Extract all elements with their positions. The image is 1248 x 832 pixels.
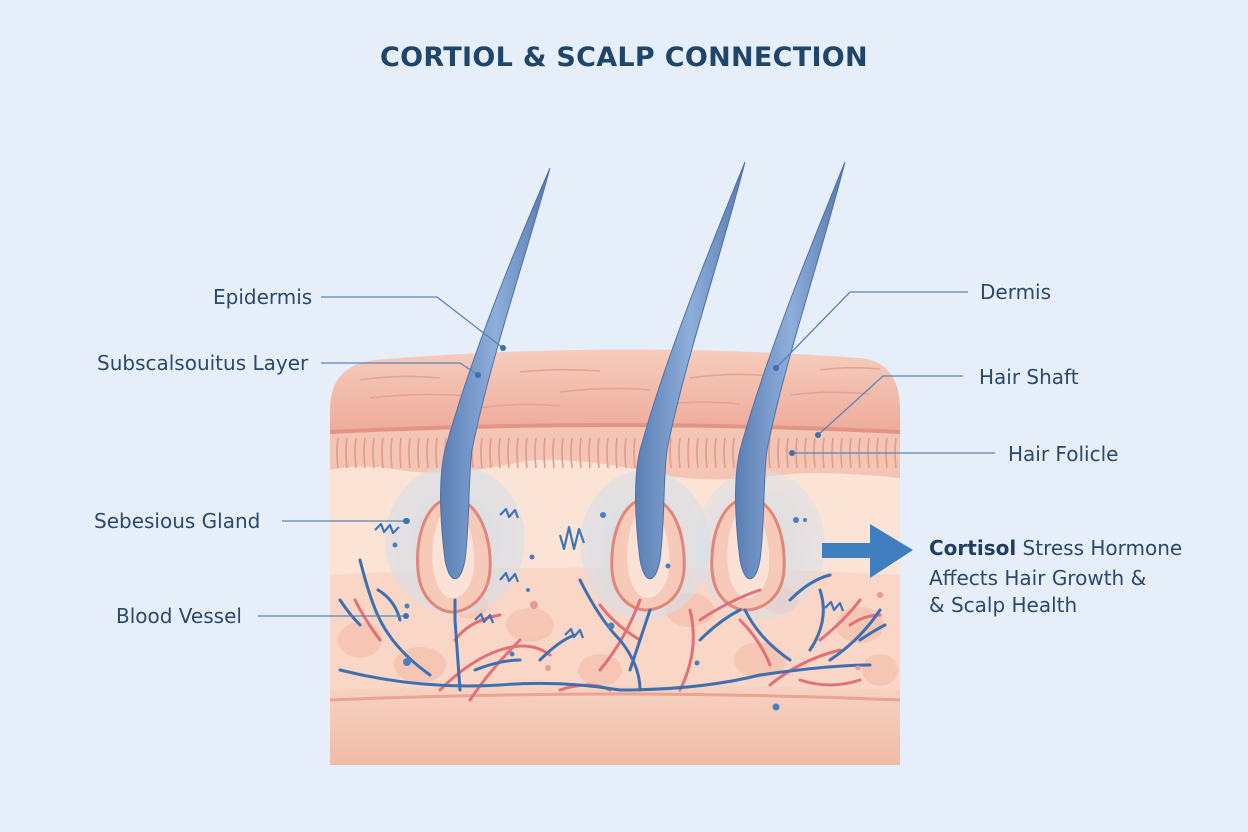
leader-lines	[258, 291, 995, 617]
cortisol-line-1-rest: Stress Hormone	[1016, 536, 1183, 560]
veins	[338, 558, 887, 692]
hair-shaft-2	[634, 161, 746, 580]
epidermis-texture	[359, 366, 881, 409]
leader-dots	[403, 345, 821, 619]
label-hair-shaft: Hair Shaft	[979, 365, 1079, 389]
label-hair-follicle: Hair Folicle	[1008, 442, 1119, 466]
stress-signals	[374, 507, 845, 639]
cortisol-line-1: Cortisol Stress Hormone	[929, 533, 1182, 563]
cortisol-keyword: Cortisol	[929, 536, 1017, 560]
cortisol-callout: Cortisol Stress Hormone Affects Hair Gro…	[929, 533, 1182, 620]
label-subscalp-layer: Subscalsouitus Layer	[97, 351, 309, 375]
hormone-dots	[392, 512, 807, 711]
label-sebaceous-gland: Sebesious Gland	[94, 509, 261, 533]
hair-shaft-1	[439, 167, 551, 580]
pink-dots	[530, 592, 883, 671]
cortisol-line-3: & Scalp Health	[929, 593, 1078, 617]
label-blood-vessel: Blood Vessel	[116, 604, 242, 628]
label-epidermis: Epidermis	[213, 285, 313, 309]
blood-vessels	[338, 558, 887, 702]
cortisol-arrow	[822, 524, 913, 578]
cortisol-line-2: Affects Hair Growth &	[929, 566, 1147, 590]
label-dermis: Dermis	[980, 280, 1052, 304]
diagram-title: CORTIOL & SCALP CONNECTION	[380, 42, 868, 73]
